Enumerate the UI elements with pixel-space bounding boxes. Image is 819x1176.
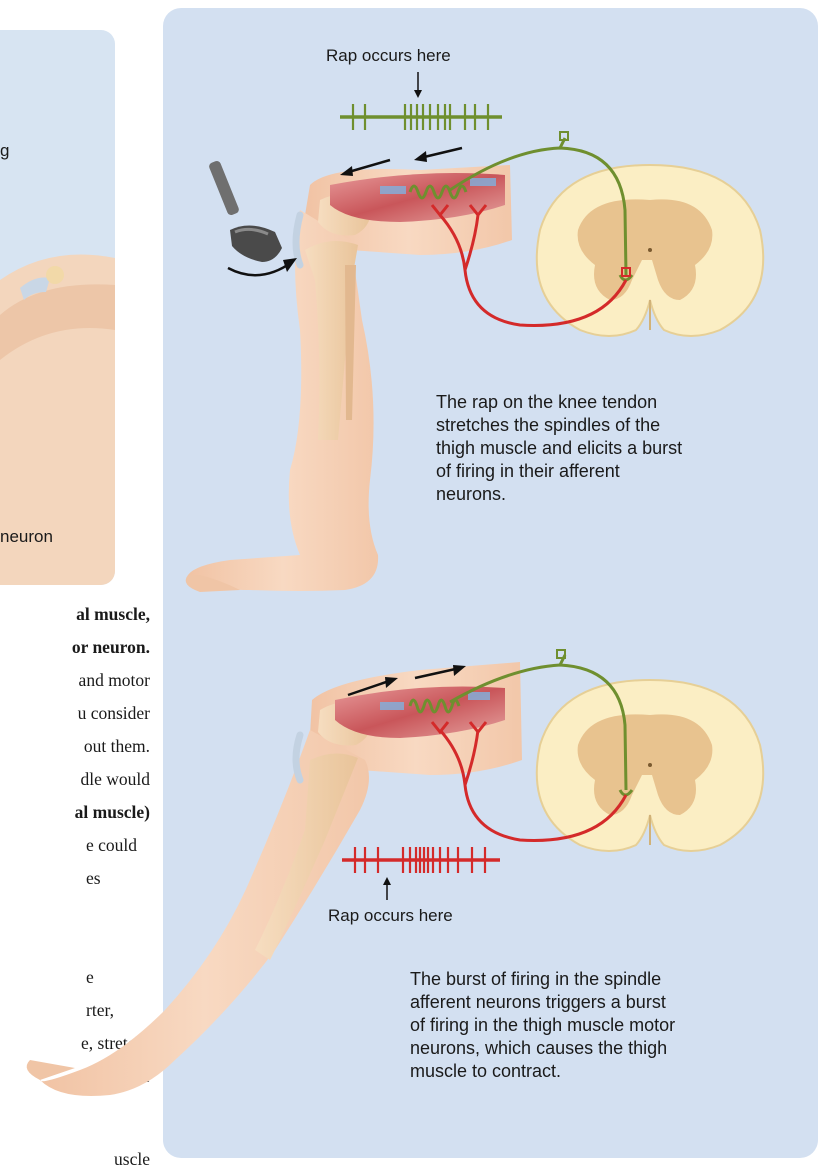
caption-bottom-line-1: The burst of firing in the spindle — [410, 968, 800, 991]
caption-bottom-line-5: muscle to contract. — [410, 1060, 800, 1083]
spinal-cord-bottom — [537, 680, 763, 851]
rap-label-bottom: Rap occurs here — [328, 906, 453, 926]
caption-bottom-line-3: of firing in the thigh muscle motor — [410, 1014, 800, 1037]
reflex-hammer-icon — [208, 160, 282, 262]
rap-label-top: Rap occurs here — [326, 46, 451, 66]
caption-top-line-5: neurons. — [436, 483, 796, 506]
spike-train-bottom — [342, 847, 500, 873]
caption-top-line-1: The rap on the knee tendon — [436, 391, 796, 414]
caption-top: The rap on the knee tendon stretches the… — [436, 391, 796, 506]
caption-top-line-2: stretches the spindles of the — [436, 414, 796, 437]
caption-top-line-3: thigh muscle and elicits a burst — [436, 437, 796, 460]
caption-bottom-line-2: afferent neurons triggers a burst — [410, 991, 800, 1014]
swing-arrow — [228, 262, 292, 275]
spinal-cord-top — [537, 165, 763, 336]
caption-top-line-4: of firing in their afferent — [436, 460, 796, 483]
caption-bottom-line-4: neurons, which causes the thigh — [410, 1037, 800, 1060]
spike-train-top — [340, 104, 502, 130]
caption-bottom: The burst of firing in the spindle affer… — [410, 968, 800, 1083]
